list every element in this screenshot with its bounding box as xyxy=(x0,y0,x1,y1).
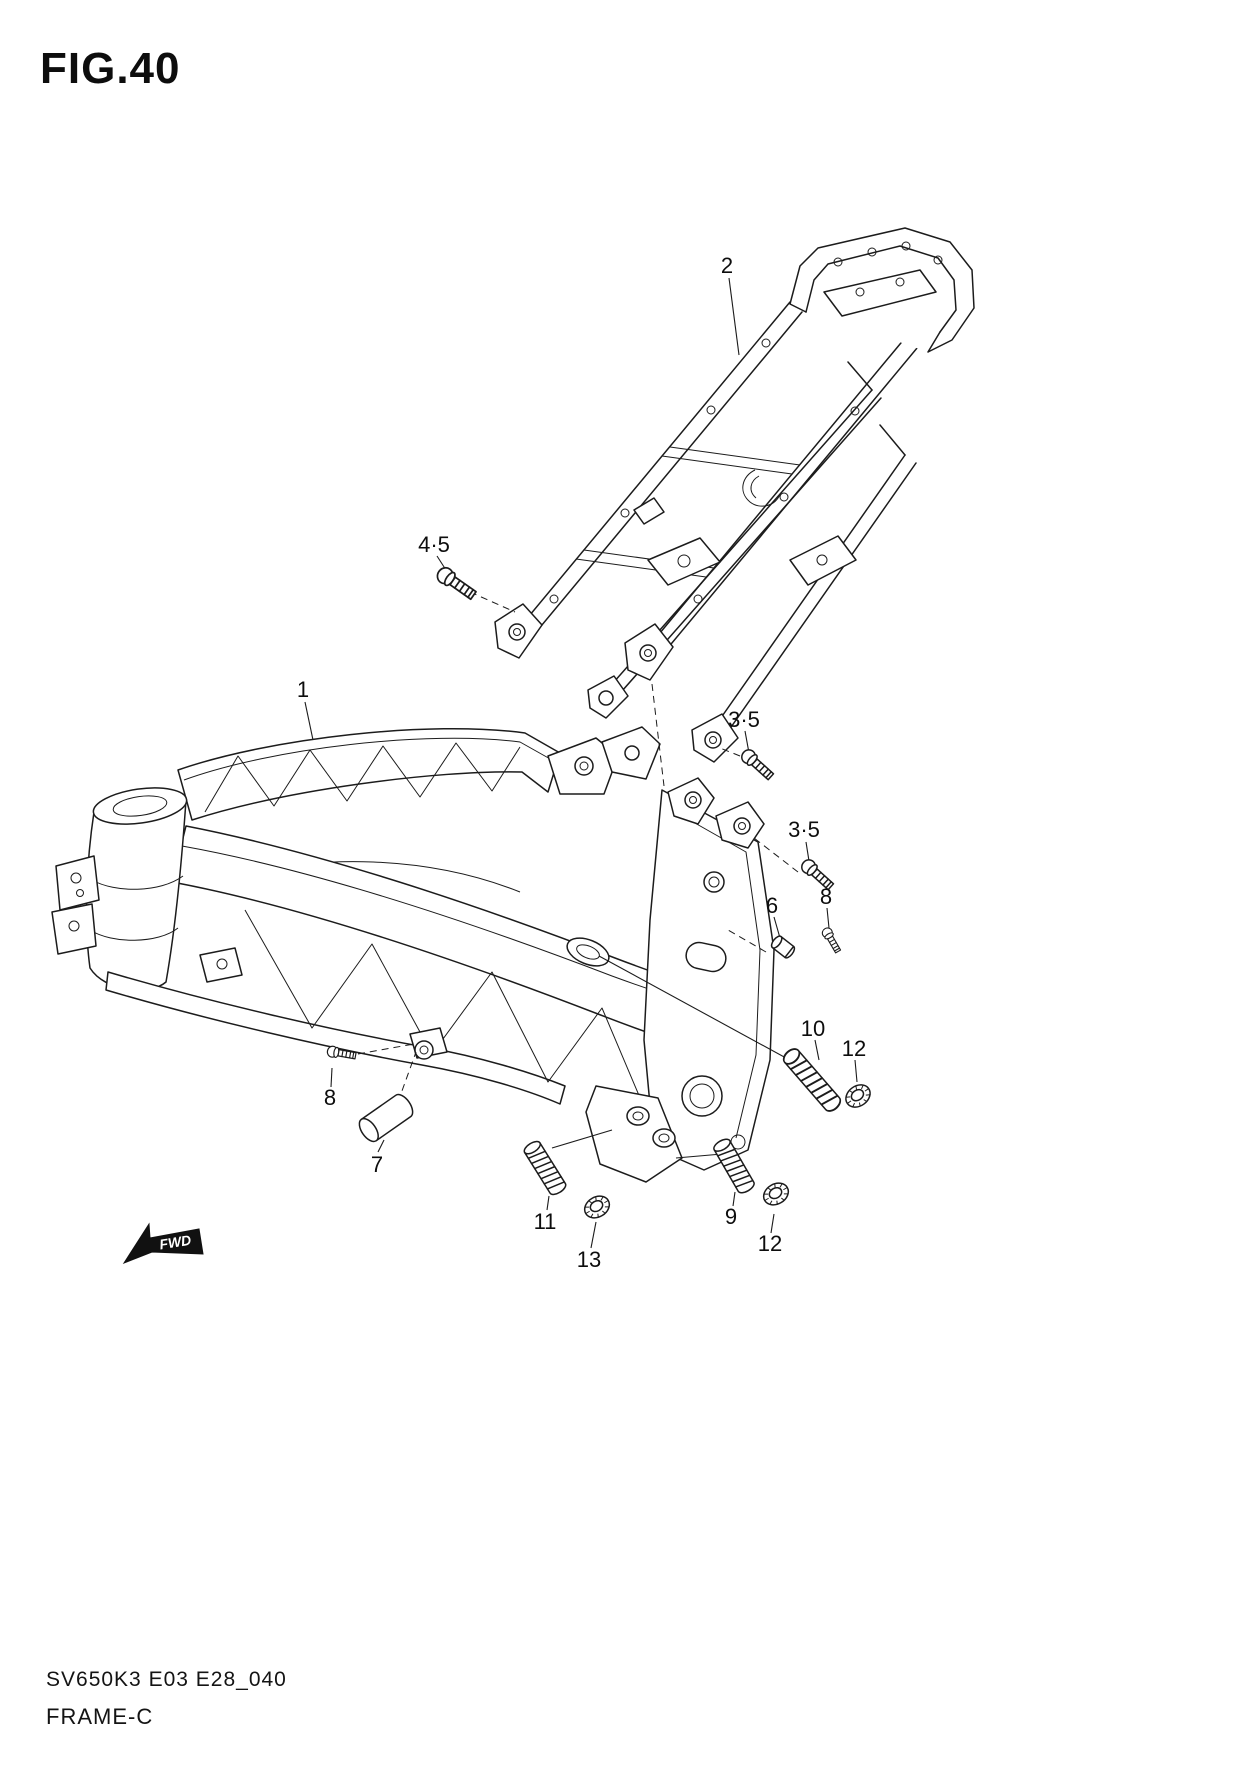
bolt-8-right-drawing xyxy=(820,925,843,955)
fwd-arrow: FWD xyxy=(122,1222,204,1265)
callout-part-13: 13 xyxy=(576,1247,602,1272)
callout-part-10: 10 xyxy=(800,1016,826,1041)
main-frame-drawing xyxy=(51,726,775,1183)
callout-part-8-right: 8 xyxy=(819,884,833,909)
fwd-label: FWD xyxy=(158,1232,192,1253)
callout-part-6: 6 xyxy=(765,893,779,918)
callout-part-4-5: 4·5 xyxy=(418,532,450,557)
figure-title: FIG.40 xyxy=(40,44,181,93)
callout-part-7: 7 xyxy=(370,1152,384,1177)
callout-part-11: 11 xyxy=(533,1209,557,1234)
adjuster-10-drawing xyxy=(780,1045,844,1115)
callout-part-9: 9 xyxy=(724,1204,738,1229)
nut-13-drawing xyxy=(579,1191,615,1223)
bolt-3-5-upper-drawing xyxy=(738,746,777,783)
callout-part-12-right: 12 xyxy=(841,1036,867,1061)
nut-12-right-drawing xyxy=(840,1079,876,1113)
callout-part-3-5-upper: 3·5 xyxy=(728,707,760,732)
nut-12-bottom-drawing xyxy=(758,1178,794,1210)
callout-part-3-5-lower: 3·5 xyxy=(788,817,820,842)
callout-part-2: 2 xyxy=(720,253,734,278)
bolt-4-5-drawing xyxy=(433,563,479,603)
callout-part-8-left: 8 xyxy=(323,1085,337,1110)
figure-caption: FRAME-C xyxy=(46,1704,154,1729)
seat-rail-drawing xyxy=(494,227,975,763)
callout-part-12-bottom: 12 xyxy=(757,1231,783,1256)
fwd-arrow-shape xyxy=(122,1222,204,1265)
callout-part-1: 1 xyxy=(296,677,310,702)
figure-model-code: SV650K3 E03 E28_040 xyxy=(46,1668,287,1691)
adjuster-11-drawing xyxy=(521,1138,569,1198)
spacer-7-drawing xyxy=(354,1090,418,1146)
